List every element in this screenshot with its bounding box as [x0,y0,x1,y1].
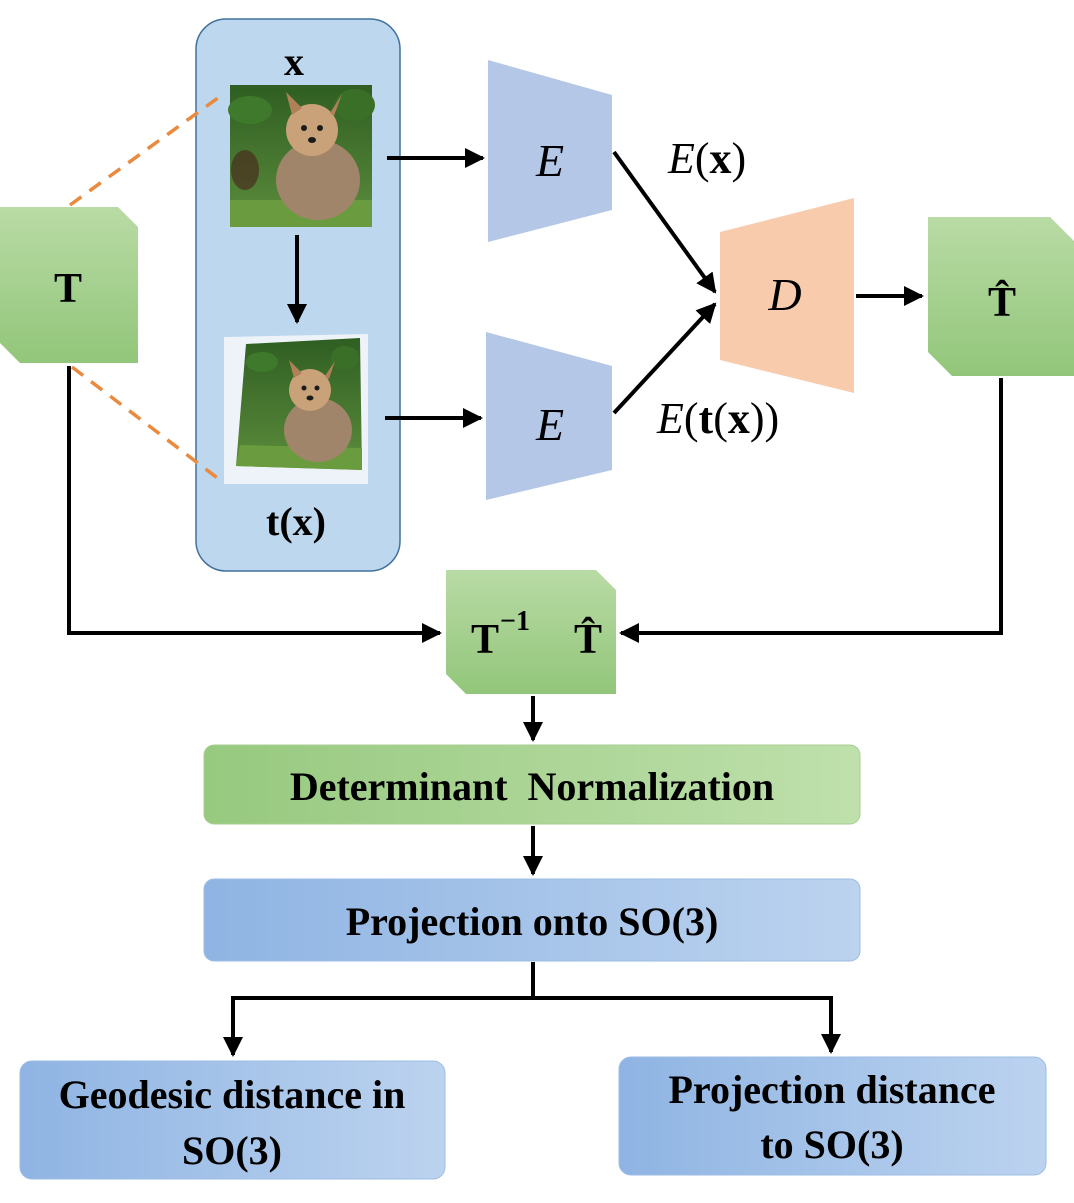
feature-label-top: E(x) [667,134,746,183]
svg-text:SO(3): SO(3) [182,1128,282,1173]
svg-text:D: D [767,269,801,320]
geodesic-distance-output: Geodesic distance in SO(3) [19,1060,446,1180]
connector-T-to-product [67,366,442,643]
encoder-top: E [488,60,612,242]
connector-split-right [533,996,841,1054]
projection-step: Projection onto SO(3) [203,878,861,962]
input-image-label: x [284,39,304,84]
svg-text:Determinant Normalization: Determinant Normalization [290,764,774,809]
svg-text:Geodesic distance in: Geodesic distance in [59,1072,406,1117]
transformed-image [224,334,368,484]
dashed-line-top [68,93,224,207]
transformed-image-label: t(x) [266,499,326,544]
svg-text:to SO(3): to SO(3) [760,1122,903,1167]
product-label-exponent: −1 [500,606,530,637]
output-block: T̂ [928,217,1074,376]
product-block: T −1 T̂ [446,570,616,694]
svg-text:T: T [54,266,82,312]
svg-text:T̂: T̂ [988,280,1016,326]
svg-text:Projection distance: Projection distance [669,1067,996,1112]
decoder: D [720,198,854,393]
connector-Thatto-product [619,378,1003,643]
normalization-step: Determinant Normalization [203,744,861,825]
svg-text:Projection onto SO(3): Projection onto SO(3) [346,899,719,944]
transform-block: T [0,207,138,363]
product-label-base: T [471,617,499,663]
svg-text:E: E [535,135,564,186]
projection-distance-output: Projection distance to SO(3) [618,1056,1047,1176]
product-label-hat: T̂ [574,617,602,663]
feature-label-bottom: E(t(x)) [656,394,779,443]
dashed-line-bottom [70,365,222,482]
svg-text:E: E [535,399,564,450]
arrow-encoder-bottom-to-decoder [612,302,717,415]
connector-split [223,962,535,1057]
encoder-bottom: E [486,332,612,500]
input-image [228,85,375,227]
arrow-encoder-top-to-decoder [612,150,717,294]
